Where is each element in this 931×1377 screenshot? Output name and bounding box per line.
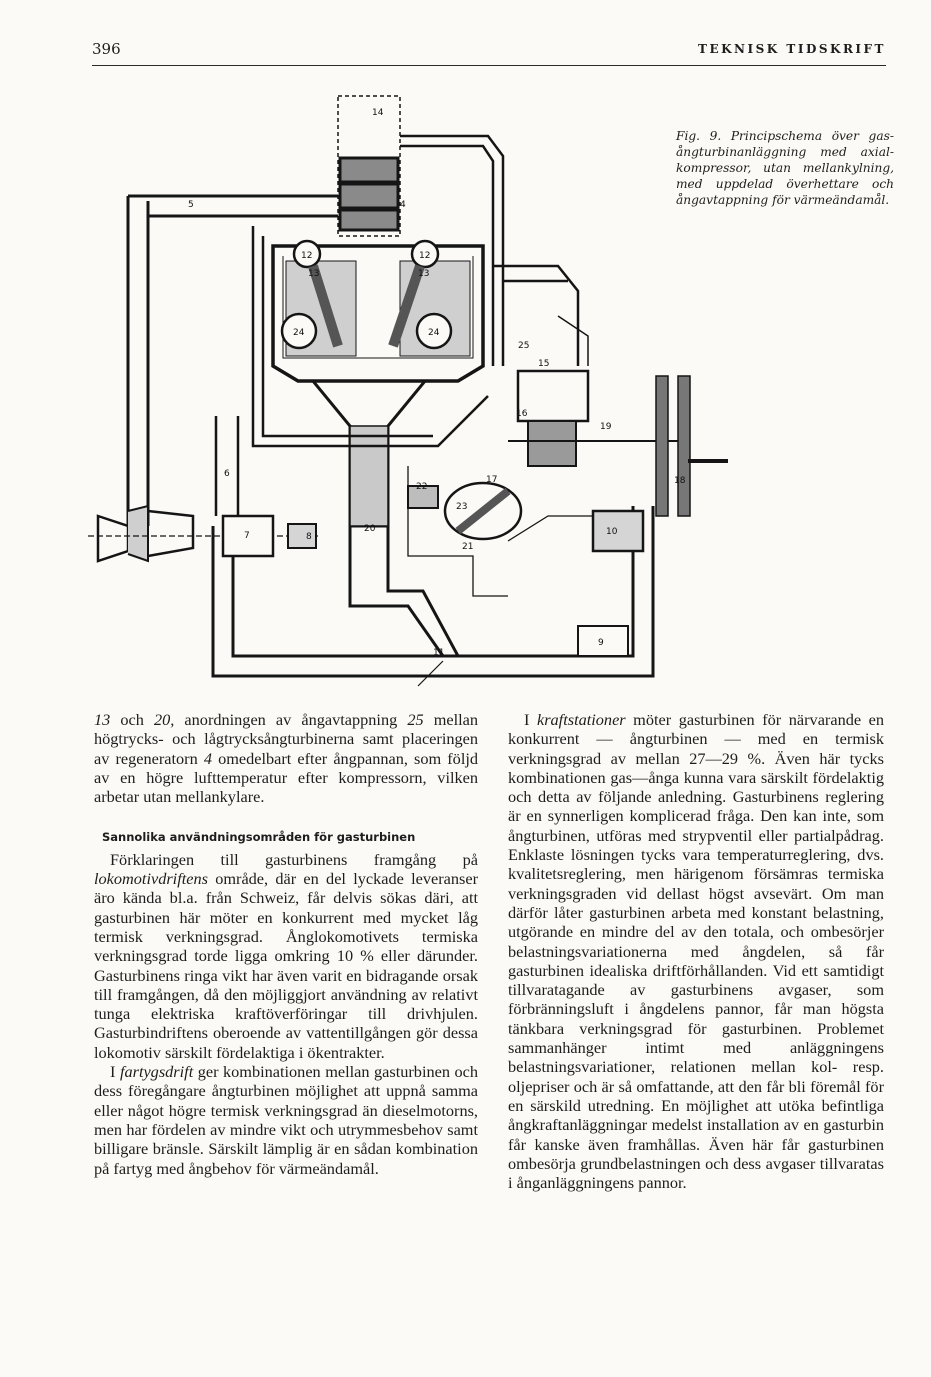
label-12-left: 12 (301, 251, 312, 261)
section-heading: Sannolika användningsområden för gasturb… (102, 830, 416, 845)
label-9: 9 (598, 638, 604, 648)
paragraph: 13 och 20, anordningen av ångavtappning … (94, 710, 478, 806)
emphasis: fartygsdrift (119, 1062, 194, 1082)
label-24-right: 24 (428, 328, 440, 338)
label-21: 21 (462, 542, 473, 552)
label-16: 16 (516, 409, 528, 419)
label-20: 20 (364, 524, 376, 534)
label-14: 14 (372, 108, 384, 118)
emphasis: lokomotivdriftens (94, 869, 208, 889)
text-run: omedelbart efter ångpannan, som följd av… (94, 748, 479, 807)
journal-title: TEKNISK TIDSKRIFT (698, 42, 886, 56)
page-number: 396 (92, 40, 121, 58)
label-22: 22 (416, 482, 427, 492)
label-12-right: 12 (419, 251, 430, 261)
label-17: 17 (486, 475, 497, 485)
text-run: I (110, 1062, 120, 1082)
text-run: ger kombinationen mellan gasturbinen och… (94, 1062, 478, 1178)
paragraph: I kraftstationer möter gasturbinen för n… (508, 710, 884, 1192)
ref-number: 4 (203, 748, 212, 768)
label-23: 23 (456, 502, 467, 512)
label-4: 4 (400, 200, 406, 210)
label-24-left: 24 (293, 328, 305, 338)
text-run: och (110, 710, 154, 729)
label-5: 5 (188, 200, 194, 210)
label-6: 6 (224, 469, 230, 479)
plant-schematic-diagram: 14 4 5 12 12 13 13 24 24 25 15 16 19 18 … (88, 95, 728, 687)
text-run: mellan högtrycks- och lågtrycksångturbin… (94, 710, 479, 768)
page-header: 396 TEKNISK TIDSKRIFT (92, 40, 886, 64)
ref-number: 13 (94, 710, 111, 729)
text-run: Förklaringen till gasturbinens framgång … (110, 849, 478, 869)
text-run: område, där en del lyckade leveranser är… (94, 869, 478, 1062)
label-15: 15 (538, 359, 549, 369)
text-run: möter gasturbinen för närvarande en konk… (508, 710, 884, 1193)
right-column: I kraftstationer möter gasturbinen för n… (508, 710, 884, 1192)
ref-number: 25 (407, 710, 424, 729)
emphasis: kraftstationer (536, 710, 626, 729)
text-run: I (524, 710, 537, 729)
label-10: 10 (606, 527, 618, 537)
label-18: 18 (674, 476, 686, 486)
left-column: 13 och 20, anordningen av ångavtappning … (94, 710, 478, 1178)
label-7: 7 (244, 531, 250, 541)
label-13-left: 13 (308, 269, 319, 279)
schematic-figure: 14 4 5 12 12 13 13 24 24 25 15 16 19 18 … (88, 86, 728, 698)
paragraph: I fartygsdrift ger kombinationen mellan … (94, 1062, 478, 1178)
label-8: 8 (306, 532, 312, 542)
label-11: 11 (433, 648, 444, 658)
figure-caption: Fig. 9. Principschema över gas­ångturbin… (676, 129, 894, 207)
label-13-right: 13 (418, 269, 429, 279)
label-19: 19 (600, 422, 612, 432)
label-25: 25 (518, 341, 529, 351)
paragraph: Förklaringen till gasturbinens framgång … (94, 850, 478, 1062)
text-run: anordningen av ångavtappning (174, 710, 408, 729)
header-rule (92, 65, 886, 66)
ref-number: 20, (153, 710, 175, 729)
